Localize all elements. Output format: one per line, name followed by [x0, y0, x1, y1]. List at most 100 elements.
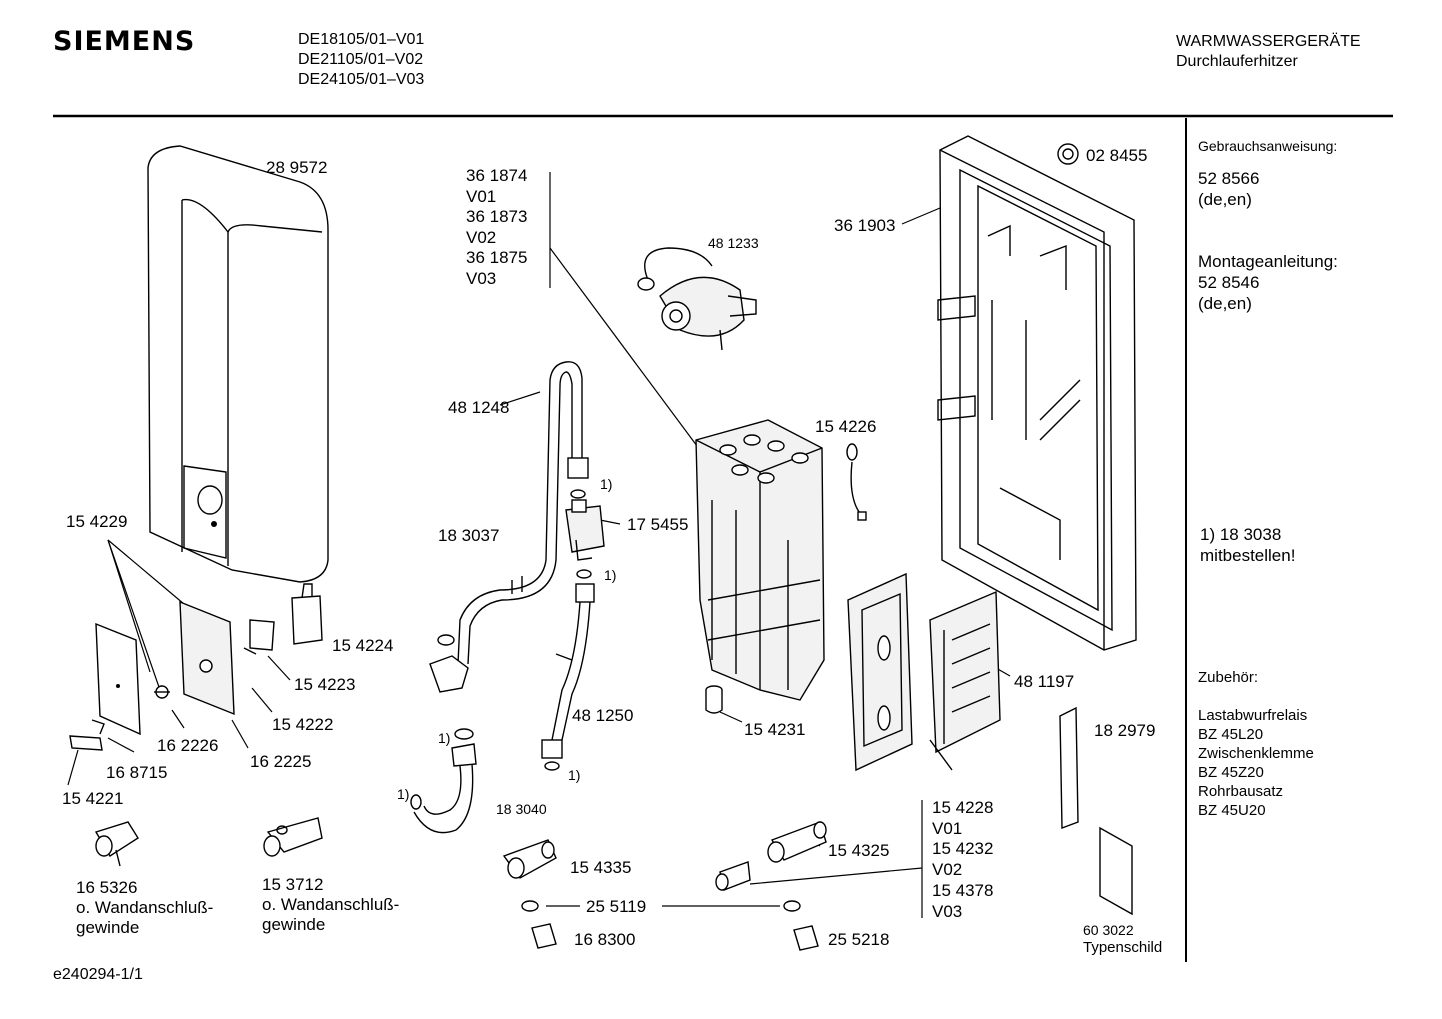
part-label: 18 2979 [1094, 721, 1156, 740]
order-note-text: mitbestellen! [1200, 546, 1296, 565]
part-label: 16 2226 [157, 736, 219, 755]
part-number: 15 4232 [932, 839, 994, 859]
part-label: 16 8715 [106, 763, 168, 782]
part-label: 15 4229 [66, 512, 128, 531]
part-label: 18 3040 [496, 801, 547, 817]
heating-block [695, 419, 825, 701]
footnote-marker: 1) [438, 730, 451, 746]
nameplate-label: 60 3022 Typenschild [1083, 921, 1162, 957]
manual-language: (de,en) [1198, 190, 1252, 209]
variant-label: V02 [932, 860, 963, 880]
accessories-list: Lastabwurfrelais BZ 45L20 Zwischenklemme… [1198, 706, 1314, 820]
part-number: 15 4228 [932, 798, 994, 817]
order-note: 1) 18 3038 mitbestellen! [1200, 524, 1295, 566]
part-label: 16 8300 [574, 930, 636, 949]
cover-plate [69, 583, 323, 751]
part-note: gewinde [76, 918, 140, 937]
part-label: 48 1250 [572, 706, 634, 725]
pipe-481248 [457, 361, 589, 665]
accessory-name: Lastabwurfrelais [1198, 707, 1308, 724]
terminal-block [929, 590, 1001, 771]
part-label: 18 3037 [438, 526, 500, 545]
model-number: DE18105/01–V01 [298, 31, 425, 48]
part-label: 17 5455 [627, 515, 689, 534]
part-label: 15 4221 [62, 789, 124, 808]
part-label: 15 4325 [828, 841, 890, 860]
model-list: DE18105/01–V01 DE21105/01–V02 DE24105/01… [298, 30, 424, 90]
brand-logo: SIEMENS [53, 26, 196, 57]
part-label: 36 1903 [834, 216, 896, 235]
manual-title: Gebrauchsanweisung: [1198, 138, 1338, 154]
part-label: 15 4231 [744, 720, 806, 739]
valve-175455 [565, 499, 605, 561]
part-number: 36 1874 [466, 166, 528, 185]
part-label: 28 9572 [266, 158, 328, 177]
mount-title: Montageanleitung: [1198, 252, 1338, 271]
fittings [94, 817, 827, 951]
manual-number: 52 8566 [1198, 169, 1260, 188]
part-label: 15 4226 [815, 417, 877, 436]
order-note-number: 1) 18 3038 [1200, 525, 1282, 544]
drawing-code: e240294-1/1 [53, 966, 143, 983]
part-number: 15 3712 [262, 875, 324, 894]
ring-028455 [1057, 143, 1079, 165]
variant-label: V03 [932, 901, 963, 921]
part-label-group: 15 4228 V01 15 4232 V02 15 4378 V03 [932, 798, 993, 922]
accessory-name: Zwischenklemme [1198, 745, 1314, 762]
nut-183037 [429, 655, 469, 693]
part-note: o. Wandanschluß- [262, 895, 400, 914]
variant-label: V03 [466, 268, 497, 288]
part-label: 15 4224 [332, 636, 394, 655]
model-number: DE21105/01–V02 [298, 51, 424, 68]
accessories-title: Zubehör: [1198, 669, 1259, 686]
accessory-name: Rohrbausatz [1198, 783, 1284, 800]
part-label: 25 5218 [828, 930, 890, 949]
part-label: 48 1197 [1014, 672, 1075, 691]
electronic-frame [847, 572, 913, 772]
model-number: DE24105/01–V03 [298, 71, 425, 88]
nameplate-603022 [1099, 826, 1133, 916]
category-title: WARMWASSERGERÄTE [1176, 33, 1361, 50]
fitting-label: 16 5326 o. Wandanschluß- gewinde [76, 878, 213, 938]
category-subtitle: Durchlauferhitzer [1176, 53, 1298, 70]
part-number: 15 4378 [932, 880, 994, 900]
sensor-154226 [846, 443, 867, 521]
accessory-code: BZ 45Z20 [1198, 764, 1264, 781]
part-label-group: 36 1874 V01 36 1873 V02 36 1875 V03 [466, 166, 527, 289]
fitting-label: 15 3712 o. Wandanschluß- gewinde [262, 875, 399, 935]
part-label: 48 1233 [708, 235, 759, 251]
part-number: 16 5326 [76, 878, 138, 897]
part-note: Typenschild [1083, 939, 1163, 956]
mount-block: Montageanleitung: 52 8546 (de,en) [1198, 251, 1338, 314]
part-label: 15 4223 [294, 675, 356, 694]
strip-182979 [1059, 706, 1079, 830]
mount-language: (de,en) [1198, 294, 1252, 313]
part-label: 16 2225 [250, 752, 312, 771]
spacer-154231 [705, 685, 723, 714]
part-number: 60 3022 [1083, 922, 1134, 938]
part-label: 25 5119 [586, 897, 647, 916]
accessory-code: BZ 45U20 [1198, 802, 1266, 819]
footnote-marker: 1) [600, 476, 613, 492]
accessory-code: BZ 45L20 [1198, 726, 1264, 743]
variant-label: V01 [932, 818, 963, 838]
variant-label: V02 [466, 227, 497, 247]
pipe-183040 [410, 743, 477, 834]
footnote-marker: 1) [568, 767, 581, 783]
sensor-481233 [637, 247, 757, 351]
category-block: WARMWASSERGERÄTE Durchlauferhitzer [1176, 32, 1361, 72]
footnote-marker: 1) [604, 567, 617, 583]
back-panel-part [937, 135, 1137, 651]
part-number: 36 1873 [466, 207, 528, 226]
part-number: 36 1875 [466, 248, 528, 267]
variant-label: V01 [466, 186, 497, 206]
manual-block: 52 8566 (de,en) [1198, 168, 1259, 210]
part-label: 15 4222 [272, 715, 334, 734]
part-note: gewinde [262, 915, 326, 934]
front-cover-part [147, 145, 329, 583]
leader-lines [67, 172, 1011, 918]
part-label: 02 8455 [1086, 146, 1148, 165]
pipe-481250 [541, 583, 595, 759]
part-label: 15 4335 [570, 858, 632, 877]
